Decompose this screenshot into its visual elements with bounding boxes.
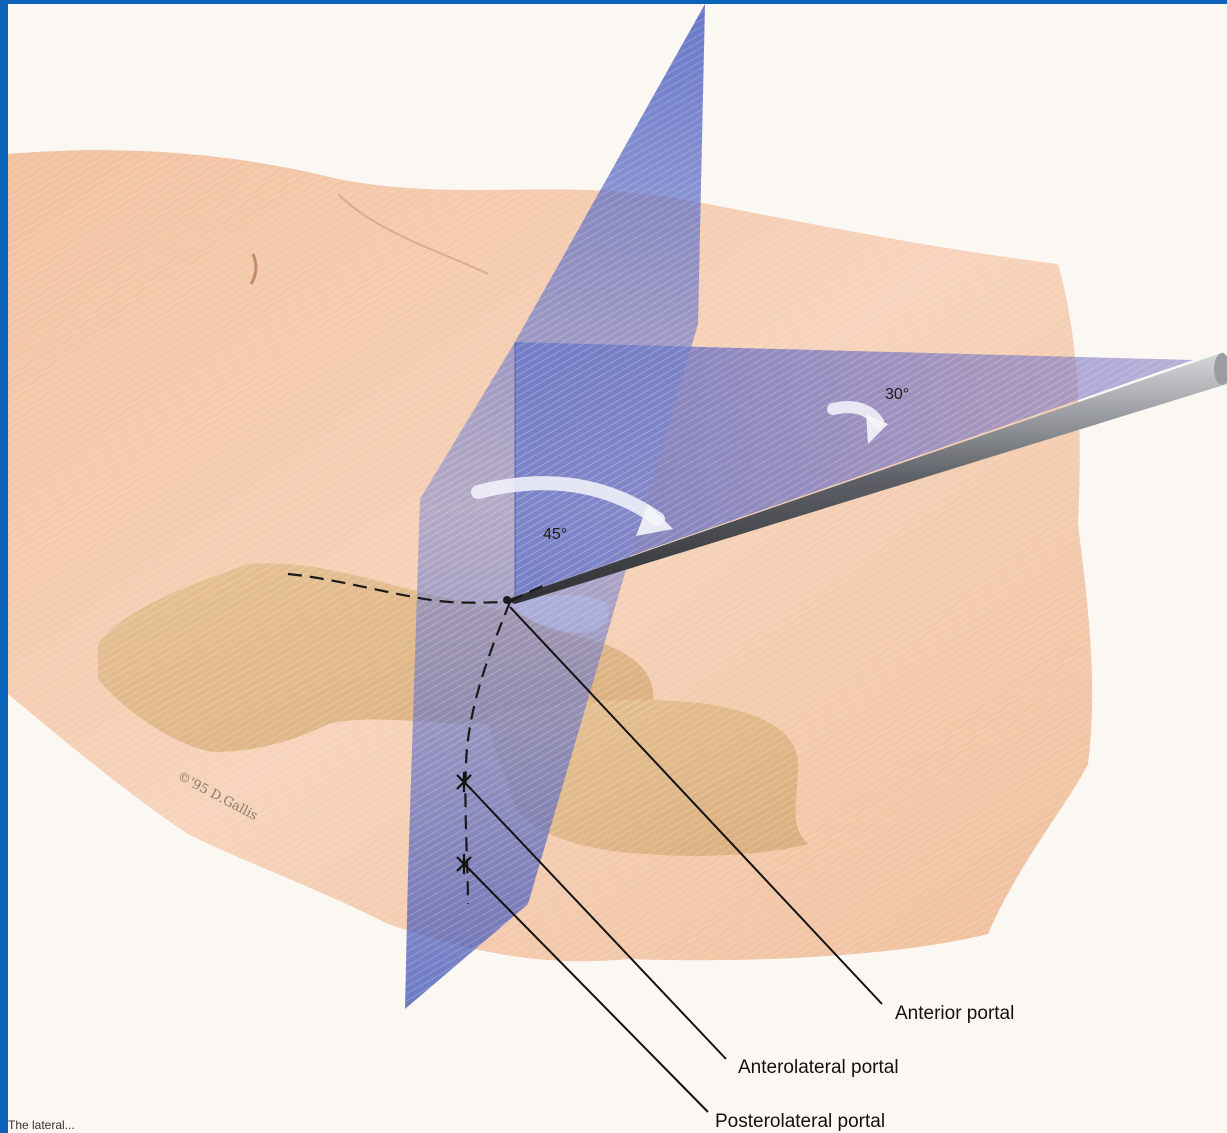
caption-fragment: The lateral...: [8, 1118, 75, 1132]
anterolateral-portal-label: Anterolateral portal: [738, 1057, 899, 1079]
anatomical-diagram: [8, 4, 1227, 1133]
illustration-frame: 30° 45° Anterior portal Anterolateral po…: [8, 4, 1227, 1133]
angle-30-label: 30°: [885, 386, 909, 404]
anterior-portal-label: Anterior portal: [895, 1003, 1014, 1025]
angle-45-label: 45°: [543, 526, 567, 544]
posterolateral-portal-label: Posterolateral portal: [715, 1111, 885, 1133]
